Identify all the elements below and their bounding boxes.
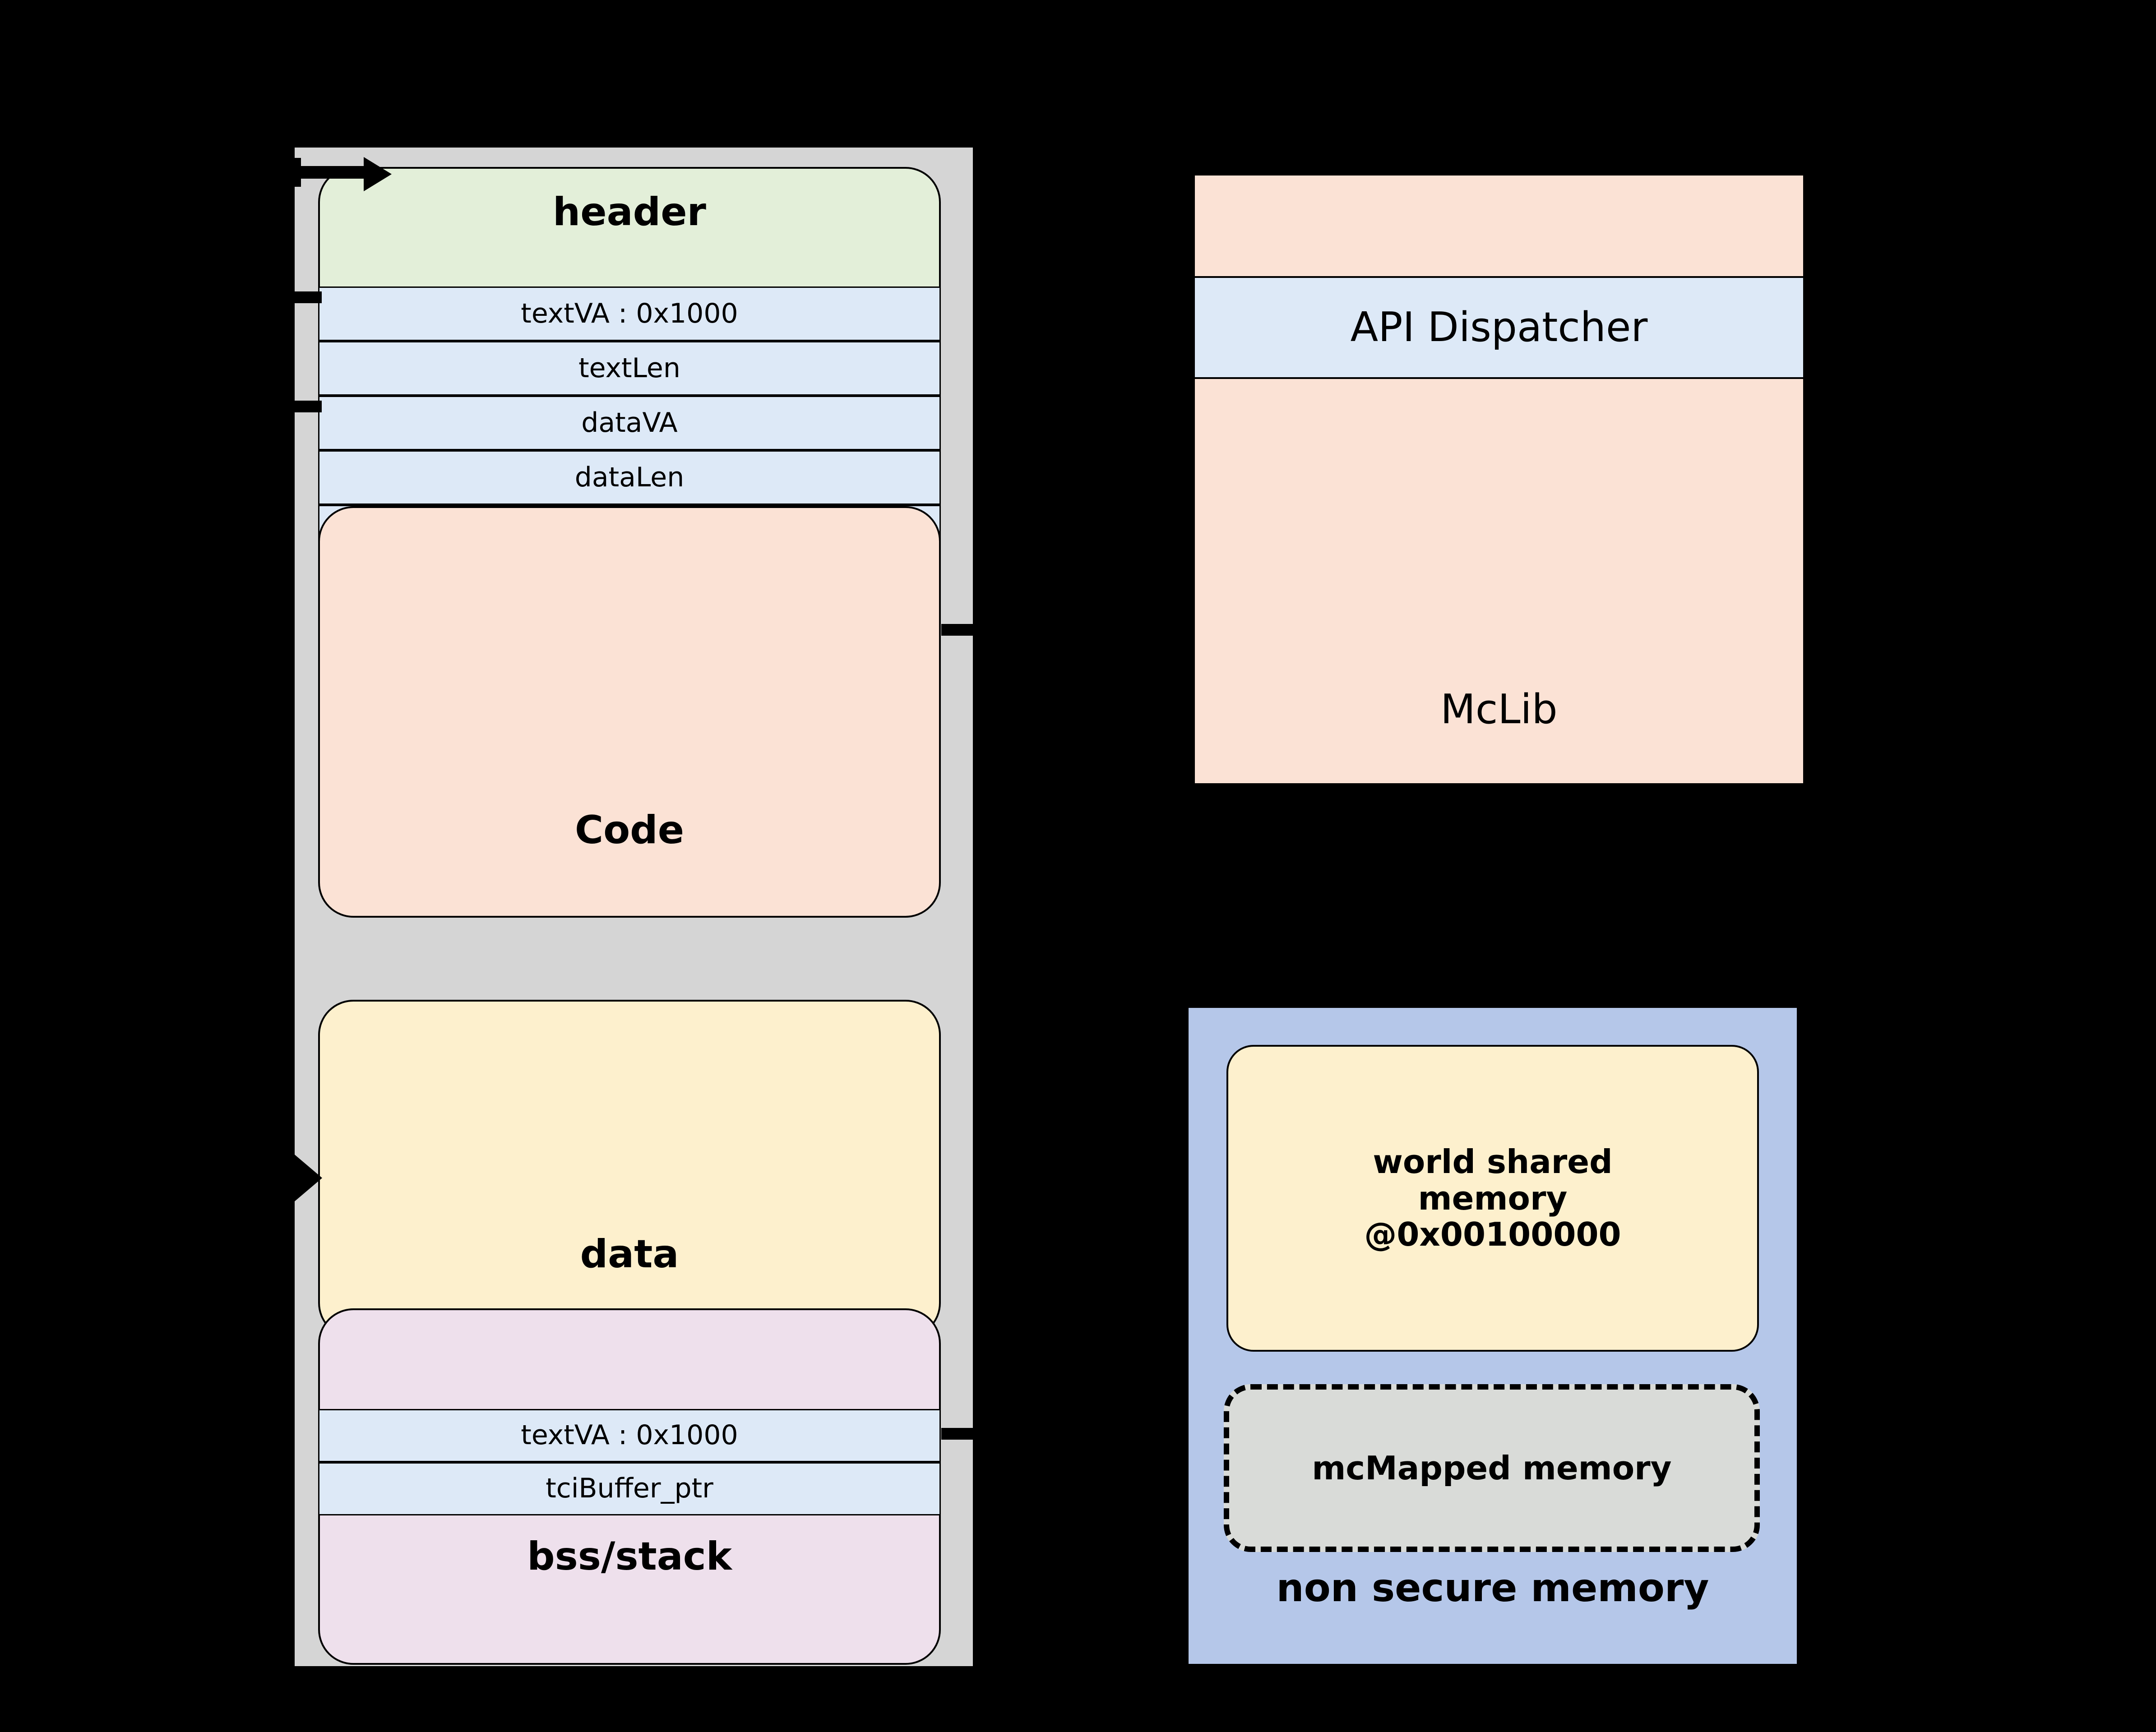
- field-bss-textva: textVA : 0x1000: [318, 1409, 941, 1462]
- mclib-label: McLib: [1440, 686, 1558, 733]
- field-datalen: dataLen: [318, 450, 941, 505]
- entry-arrowhead-icon: [364, 157, 392, 191]
- field-datava: dataVA: [318, 396, 941, 450]
- field-tcibuffer-ptr: tciBuffer_ptr: [318, 1462, 941, 1515]
- data-arrowhead-icon: [292, 1153, 322, 1203]
- block-code: [318, 506, 941, 918]
- block-header-label: header: [553, 189, 706, 235]
- mclib-box: [1193, 174, 1805, 785]
- world-shared-memory-line1: world shared: [1373, 1143, 1613, 1181]
- mcmapped-memory-box: mcMapped memory: [1224, 1384, 1760, 1552]
- mclib-entry-connector-stub: [941, 624, 976, 636]
- api-dispatcher-band[interactable]: API Dispatcher: [1195, 276, 1803, 379]
- textva-connector-stub: [295, 291, 322, 303]
- world-shared-memory-line2: memory: [1418, 1179, 1568, 1217]
- non-secure-memory-label: non secure memory: [1276, 1566, 1709, 1611]
- field-textva: textVA : 0x1000: [318, 286, 941, 341]
- world-shared-memory-line3: @0x00100000: [1364, 1215, 1621, 1254]
- block-data-label: data: [580, 1232, 679, 1277]
- world-shared-memory-box: world shared memory @0x00100000: [1226, 1045, 1759, 1352]
- entry-connector-horizontal: [295, 166, 369, 179]
- datava-connector-stub: [295, 401, 322, 412]
- block-bss-stack-label: bss/stack: [527, 1534, 732, 1579]
- bss-textva-connector-stub: [941, 1428, 976, 1440]
- field-textlen: textLen: [318, 341, 941, 396]
- block-data: [318, 1000, 941, 1338]
- block-code-label: Code: [574, 808, 685, 853]
